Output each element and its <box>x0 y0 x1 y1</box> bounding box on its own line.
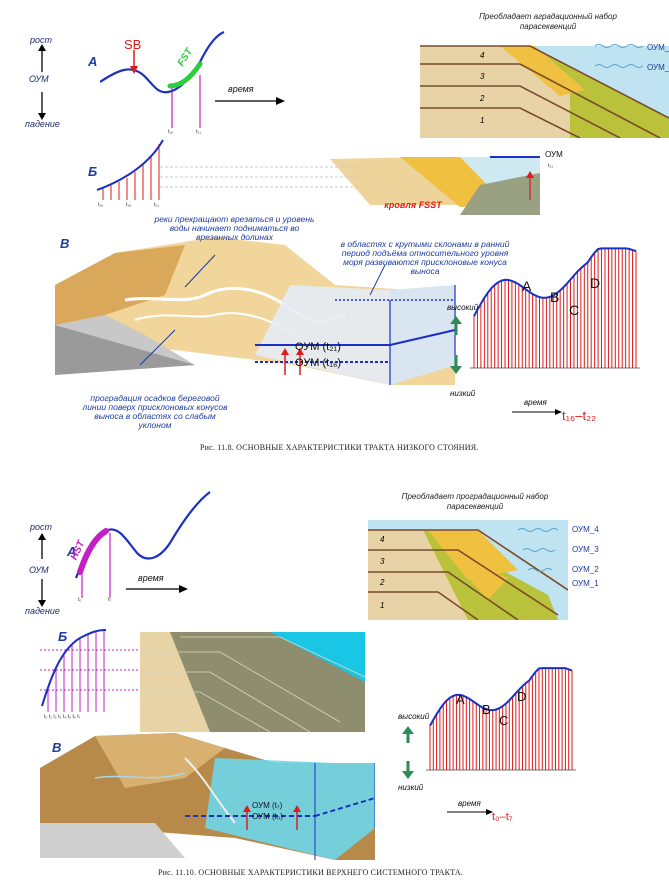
oum-t0-label: ОУМ (t₀) <box>252 812 283 821</box>
time2-label: время <box>524 398 547 407</box>
time2-label-2: время <box>458 799 481 808</box>
sb-label: SB <box>124 37 142 52</box>
panel-a-label-2: А <box>67 544 77 559</box>
peak-d-2: D <box>517 689 527 704</box>
para-3: 3 <box>480 72 485 81</box>
b-tick-1: t₁₆ <box>98 202 104 208</box>
oum-level-4: ОУМ_4 <box>572 525 599 534</box>
note-rivers: реки прекращают врезаться и уровень воды… <box>154 214 315 242</box>
axis-arrows <box>38 44 46 120</box>
peak-c: C <box>569 302 580 318</box>
progradation-block: 4 3 2 1 <box>368 520 568 620</box>
b-tick-3: t₂₁ <box>154 202 160 208</box>
high-low-arrows <box>450 316 462 374</box>
fsst-top-label: кровля FSST <box>384 200 442 210</box>
oum-level-2: ОУМ_2 <box>572 565 599 574</box>
para2-4: 4 <box>380 535 385 544</box>
panel-b-label-2: Б <box>58 629 68 644</box>
low-label: низкий <box>450 389 476 398</box>
panel-a-label: А <box>88 54 98 69</box>
aggradation-title: Преобладает аградационный набор парасекв… <box>479 12 617 31</box>
sea-level-curve <box>473 247 637 317</box>
oum-level-3: ОУМ_3 <box>572 545 599 554</box>
time-range-2: t₀–t₇ <box>492 811 513 823</box>
oum-right-1: ОУМ_ <box>647 43 669 52</box>
t-a2-2: t₇ <box>108 597 112 603</box>
block-diagram-c <box>55 237 456 385</box>
para-4: 4 <box>480 51 485 60</box>
high-label: высокий <box>447 303 479 312</box>
peak-d: D <box>590 275 601 291</box>
high-label-2: высокий <box>398 712 430 721</box>
sea-level-curve-a <box>100 30 225 128</box>
peak-c-2: C <box>499 713 509 728</box>
section-b <box>160 155 540 215</box>
para-1: 1 <box>480 116 484 125</box>
time-arrow-2 <box>126 585 188 593</box>
sea-level-bars-2 <box>426 667 576 771</box>
axis-fall-label-2: падение <box>25 606 60 616</box>
time-label: время <box>228 84 254 94</box>
low-label-2: низкий <box>398 783 424 792</box>
axis-oum-label: ОУМ <box>29 74 49 84</box>
b-oum-label: ОУМ <box>545 150 563 159</box>
oum-t21-label: ОУМ (t₂₁) <box>295 341 341 353</box>
t-a2: t₂₁ <box>196 129 202 135</box>
peak-a-2: A <box>456 692 465 707</box>
para2-1: 1 <box>380 601 384 610</box>
note-slopes: в областях с крутыми склонами в ранний п… <box>340 239 510 276</box>
time2-arrow <box>512 409 562 415</box>
t-a1: t₁₆ <box>168 129 174 135</box>
sea-level-bars-b-2 <box>40 629 140 712</box>
oum-level-1: ОУМ_1 <box>572 579 599 588</box>
time-arrow <box>215 97 285 105</box>
progradation-title: Преобладает проградационный набор парасе… <box>401 492 549 511</box>
sea-level-curve <box>429 667 573 727</box>
time-label-2: время <box>138 573 164 583</box>
b-tick-2: t₁₈ <box>126 202 132 208</box>
b-ticks-2: t₀ t₁ t₂ t₃ t₄ t₅ t₆ t₇ <box>44 714 81 720</box>
t-a1-2: t₀ <box>78 597 82 603</box>
caption-fig-11-8: Рис. 11.8. ОСНОВНЫЕ ХАРАКТЕРИСТИКИ ТРАКТ… <box>200 443 479 452</box>
oum-right-2: ОУМ_ <box>647 63 669 72</box>
block-diagram-c-2 <box>40 733 375 860</box>
sea-level-bars-b <box>96 139 164 200</box>
panel-c-label: В <box>60 236 70 251</box>
para2-3: 3 <box>380 557 385 566</box>
axis-rise-label: рост <box>30 35 53 45</box>
axis-arrows-2 <box>38 533 46 607</box>
time2-arrow-2 <box>447 809 493 815</box>
section-b-2 <box>140 632 365 732</box>
peak-b: B <box>550 289 560 305</box>
panel-b-label: Б <box>88 164 98 179</box>
caption-fig-11-10: Рис. 11.10. ОСНОВНЫЕ ХАРАКТЕРИСТИКИ ВЕРХ… <box>158 868 464 877</box>
para-2: 2 <box>479 94 485 103</box>
sea-level-bars-1 <box>470 247 640 369</box>
panel-c-label-2: В <box>52 740 62 755</box>
oum-t7-label: ОУМ (t₇) <box>252 801 283 810</box>
b-t21-label: t₂₁ <box>548 163 554 169</box>
time-range-1: t₁₆–t₂₂ <box>562 408 597 423</box>
axis-fall-label: падение <box>25 119 60 129</box>
peak-b-2: B <box>482 702 491 717</box>
aggradation-block: 4 3 2 1 <box>420 38 669 138</box>
para2-2: 2 <box>379 578 385 587</box>
high-low-arrows-2 <box>402 726 414 779</box>
peak-a: A <box>522 278 532 294</box>
oum-t16-label: ОУМ (t₁₆) <box>295 357 342 369</box>
axis-oum-label-2: ОУМ <box>29 565 49 575</box>
axis-rise-label-2: рост <box>30 522 53 532</box>
note-progradation: проградация осадков береговой линии пове… <box>82 393 228 430</box>
sea-level-curve-a-2 <box>74 491 211 598</box>
